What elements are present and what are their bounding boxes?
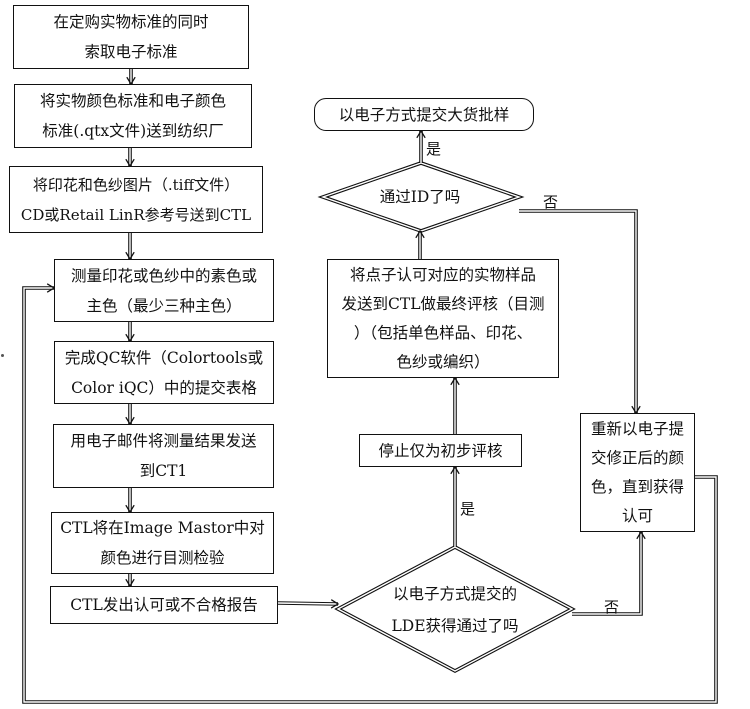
node-text: 将印花和色纱图片（.tiff文件）	[32, 175, 240, 194]
node-text: 索取电子标准	[84, 43, 178, 61]
arrow-lde-yes-to-stop	[450, 465, 460, 547]
edge-label-lde-no: 否	[604, 598, 620, 616]
step7-visual-inspection: CTL将在Image Mastor中对 颜色进行目测检验	[51, 512, 274, 574]
node-text: 重新以电子提	[590, 419, 684, 438]
arrow-step2-to-step3	[125, 148, 135, 168]
node-text: 将点子认可对应的实物样品	[349, 265, 536, 284]
decision-lde-diamond	[334, 545, 576, 674]
arrow-step7-to-step8	[125, 574, 135, 588]
arrow-stop-to-send-physical	[450, 376, 460, 434]
arrow-step6-to-step7	[125, 488, 135, 514]
stop-preliminary-review: 停止仅为初步评核	[359, 434, 522, 467]
node-text: LDE获得通过了吗	[391, 617, 519, 635]
terminal-bulk-submit: 以电子方式提交大货批样	[314, 98, 534, 131]
stray-dot-mark	[1, 354, 4, 357]
node-text: 主色（最少三种主色）	[86, 296, 242, 315]
step3-send-images-to-ctl: 将印花和色纱图片（.tiff文件） CD或Retail LinR参考号送到CTL	[9, 166, 263, 233]
edge-label-lde-yes: 是	[460, 500, 476, 518]
node-text: 交修正后的颜	[590, 448, 684, 467]
node-text: CTL发出认可或不合格报告	[70, 596, 258, 614]
node-text: Color iQC）中的提交表格	[71, 378, 257, 397]
step4-measure-colors: 测量印花或色纱中的素色或 主色（最少三种主色）	[54, 259, 274, 322]
step8-issue-report: CTL发出认可或不合格报告	[50, 586, 278, 624]
edge-label-id-no: 否	[543, 193, 559, 211]
node-text: 通过ID了吗	[379, 188, 461, 206]
arrow-send-physical-to-id	[415, 229, 425, 259]
node-text: 色纱或编织）	[396, 352, 490, 371]
node-text: 在定购实物标准的同时	[53, 13, 209, 31]
node-text: 用电子邮件将测量结果发送	[70, 432, 257, 450]
resubmit-corrected-colors: 重新以电子提 交修正后的颜 色，直到获得 认可	[580, 413, 695, 532]
arrow-step1-to-step2	[126, 69, 136, 86]
node-text: CTL将在Image Mastor中对	[60, 519, 265, 537]
arrow-step3-to-step4	[125, 233, 135, 261]
node-text: 标准(.qtx文件)送到纺织厂	[42, 122, 224, 140]
node-text: 停止仅为初步评核	[378, 441, 503, 460]
decision-lde-text: 以电子方式提交的 LDE获得通过了吗	[375, 578, 535, 642]
step2-send-standards-to-mill: 将实物颜色标准和电子颜色 标准(.qtx文件)送到纺织厂	[14, 84, 252, 148]
arrow-step5-to-step6	[125, 404, 135, 426]
step6-email-results: 用电子邮件将测量结果发送 到CT1	[53, 424, 274, 488]
decision-id-text: 通过ID了吗	[330, 182, 510, 212]
node-text: 颜色进行目测检验	[100, 549, 225, 567]
node-text: 完成QC软件（Colortools或	[64, 348, 264, 367]
step1-request-electronic-standard: 在定购实物标准的同时 索取电子标准	[13, 5, 249, 69]
arrow-step4-to-step5	[125, 322, 135, 343]
node-text: 以电子方式提交的	[392, 585, 517, 603]
node-text: ）（包括单色样品、印花、	[353, 323, 533, 342]
node-text: 色，直到获得	[590, 477, 684, 496]
node-text: 将实物颜色标准和电子颜色	[39, 92, 226, 110]
send-physical-samples: 将点子认可对应的实物样品 发送到CTL做最终评核（目测 ）（包括单色样品、印花、…	[327, 259, 559, 378]
node-text: 以电子方式提交大货批样	[338, 105, 510, 124]
arrow-id-yes-to-bulk	[416, 129, 426, 163]
step5-complete-qc-form: 完成QC软件（Colortools或 Color iQC）中的提交表格	[54, 341, 274, 404]
node-text: 认可	[621, 506, 653, 525]
edge-label-id-yes: 是	[426, 140, 442, 158]
node-text: 测量印花或色纱中的素色或	[70, 266, 257, 285]
arrow-step8-to-decision-lde	[277, 599, 340, 609]
node-text: 到CT1	[139, 462, 188, 480]
node-text: CD或Retail LinR参考号送到CTL	[20, 205, 252, 224]
arrow-lde-no-to-resubmit	[572, 530, 646, 616]
node-text: 发送到CTL做最终评核（目测	[341, 294, 545, 313]
